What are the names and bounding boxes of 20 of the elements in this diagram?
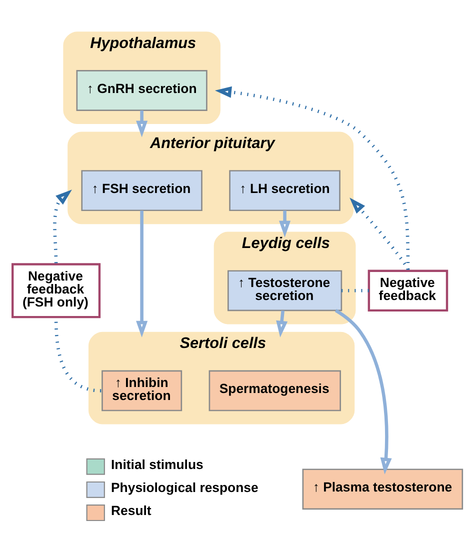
legend-label: Initial stimulus — [111, 456, 204, 472]
node-box: ↑ Inhibin secretion — [102, 370, 182, 411]
node-box: ↑ FSH secretion — [81, 170, 202, 211]
arrow — [350, 197, 410, 270]
node-box: ↑ GnRH secretion — [76, 70, 208, 110]
arrow — [334, 308, 392, 474]
node-box: Spermatogenesis — [208, 370, 341, 411]
arrow — [276, 310, 288, 337]
arrow — [279, 210, 291, 237]
node-box: Negative feedback (FSH only) — [12, 262, 101, 318]
arrow — [214, 86, 410, 270]
node-box: Negative feedback — [368, 269, 448, 312]
node-box: ↑ LH secretion — [229, 170, 340, 211]
node-box: ↑ Plasma testosterone — [302, 468, 464, 510]
legend-label: Result — [111, 502, 152, 518]
arrow — [136, 110, 148, 137]
legend-label: Physiological response — [111, 480, 258, 495]
arrow — [136, 210, 148, 337]
node-box: ↑ Testosterone secretion — [228, 270, 342, 311]
arrow — [53, 189, 72, 263]
